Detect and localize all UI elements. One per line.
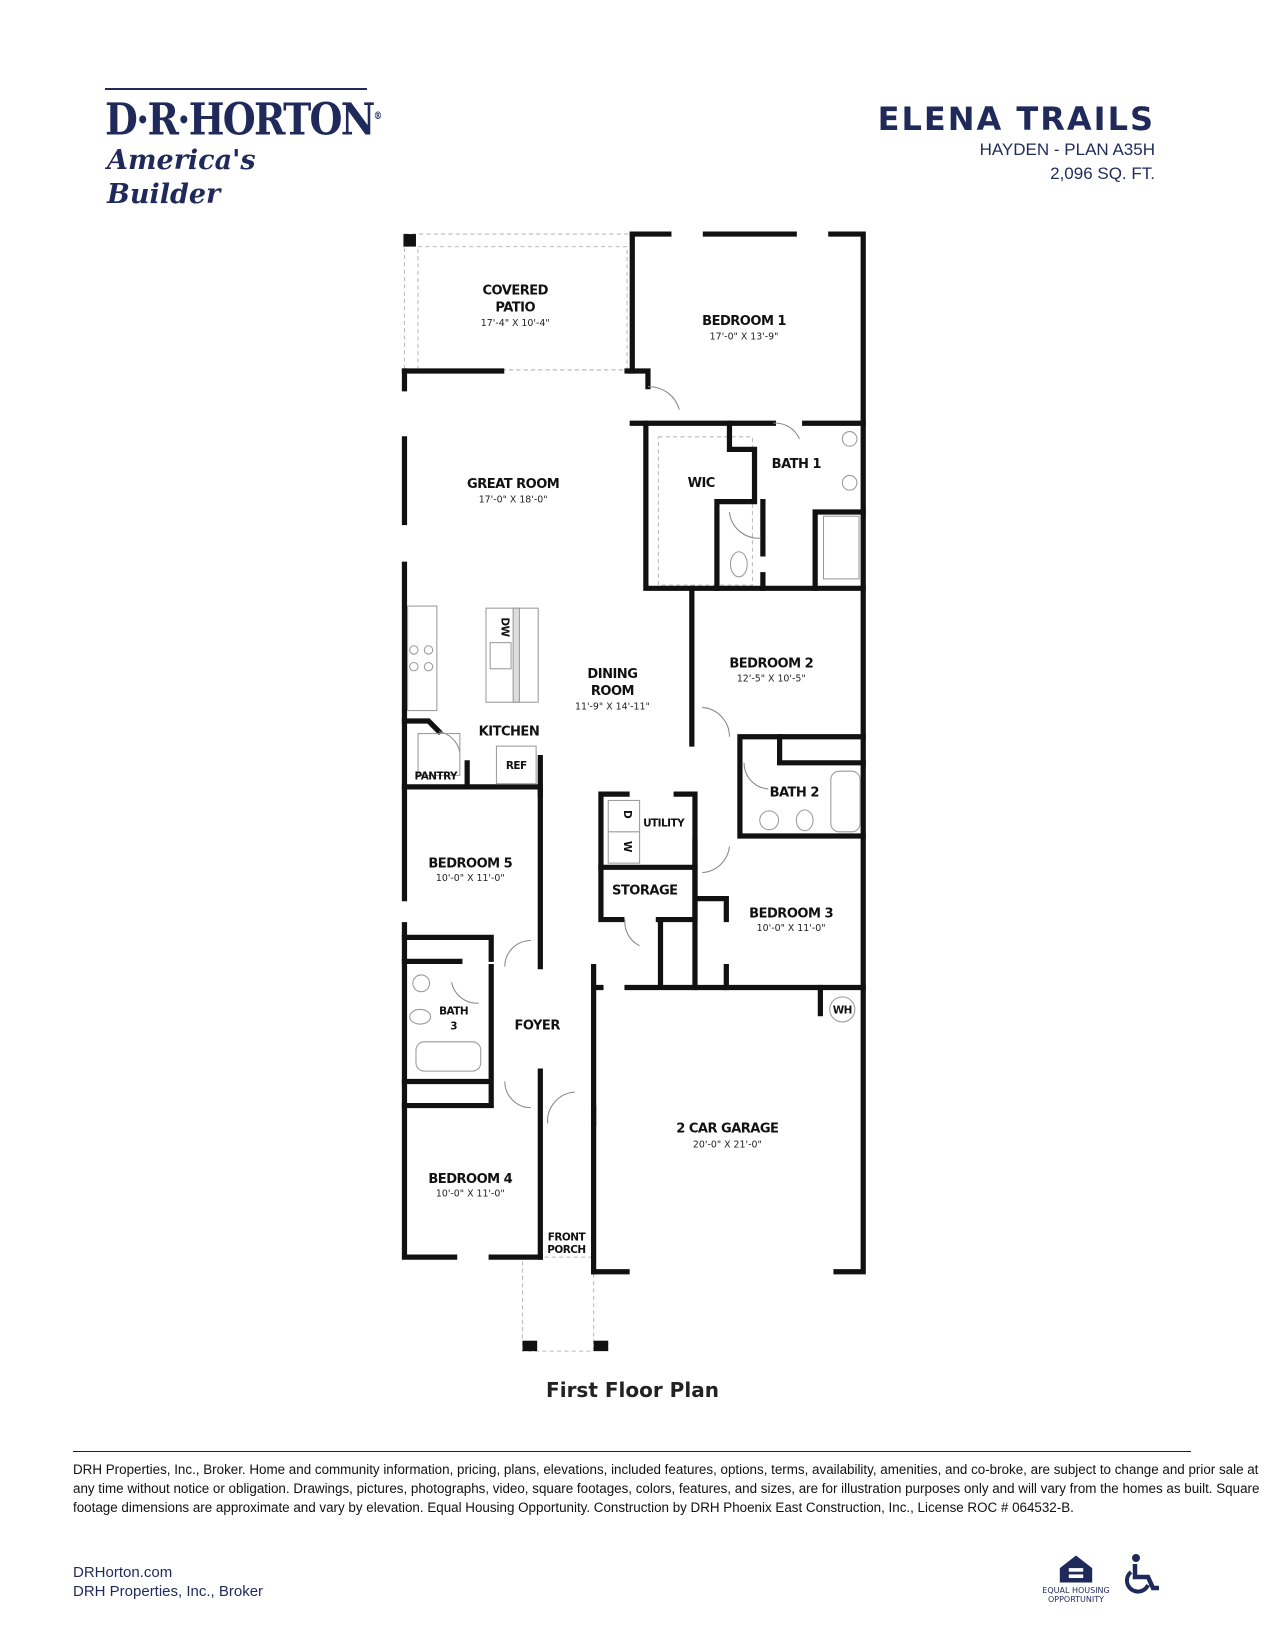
- porch-posts: [403, 234, 609, 1352]
- room-dims-bedroom3: 10'-0" X 11'-0": [757, 923, 826, 934]
- footer: DRHorton.com DRH Properties, Inc., Broke…: [73, 1563, 263, 1601]
- plan-caption: First Floor Plan: [546, 1378, 719, 1402]
- room-label-garage: 2 CAR GARAGE: [676, 1122, 778, 1137]
- room-label-bedroom4: BEDROOM 4: [428, 1172, 512, 1187]
- room-dims-patio: 17'-4" X 10'-4": [481, 318, 550, 329]
- room-label-bath3: BATH: [439, 1006, 468, 1018]
- room-dims-bedroom2: 12'-5" X 10'-5": [737, 673, 806, 684]
- room-label-wic: WIC: [688, 476, 715, 491]
- room-dims-bedroom4: 10'-0" X 11'-0": [436, 1188, 505, 1199]
- logo-brand: D·R·HORTON®: [105, 94, 382, 144]
- room-label-pantry: PANTRY: [415, 771, 458, 783]
- room-label-wh: WH: [833, 1005, 852, 1017]
- room-label-bath1: BATH 1: [772, 457, 822, 472]
- room-label-bedroom3: BEDROOM 3: [749, 906, 833, 921]
- compliance-icons: EQUAL HOUSING OPPORTUNITY: [1040, 1553, 1164, 1604]
- room-dims-bedroom5: 10'-0" X 11'-0": [436, 873, 505, 884]
- room-label-porch: FRONT: [548, 1231, 587, 1243]
- broker-name: DRH Properties, Inc., Broker: [73, 1583, 264, 1600]
- website-link[interactable]: DRHorton.com: [73, 1564, 173, 1581]
- room-label-dining: DINING: [587, 667, 637, 682]
- legal-disclaimer: DRH Properties, Inc., Broker. Home and c…: [73, 1460, 1263, 1517]
- plan-header: ELENA TRAILS HAYDEN - PLAN A35H 2,096 SQ…: [878, 100, 1155, 186]
- room-label-bedroom1: BEDROOM 1: [702, 314, 786, 329]
- room-dims-great-room: 17'-0" X 18'-0": [479, 495, 548, 506]
- divider: [73, 1451, 1191, 1452]
- room-label-bedroom5: BEDROOM 5: [428, 856, 512, 871]
- room-label-patio-2: PATIO: [495, 300, 535, 315]
- room-label-great-room: GREAT ROOM: [467, 477, 559, 492]
- plan-name: HAYDEN - PLAN A35H: [979, 140, 1155, 159]
- disclaimer-text: DRH Properties, Inc., Broker. Home and c…: [73, 1462, 1260, 1515]
- room-label-bath2: BATH 2: [770, 785, 819, 800]
- room-label-kitchen: KITCHEN: [479, 725, 540, 740]
- wheelchair-icon: [1124, 1554, 1159, 1594]
- appliance-label-dryer: D: [621, 810, 633, 819]
- logo-rule: [105, 88, 367, 90]
- room-label-storage: STORAGE: [612, 883, 678, 898]
- room-label-patio: COVERED: [483, 284, 549, 299]
- appliance-label-washer: W: [621, 841, 633, 853]
- equal-housing-logo: EQUAL HOUSING OPPORTUNITY: [1040, 1553, 1112, 1604]
- registered-mark: ®: [373, 111, 383, 122]
- room-label-bath3-2: 3: [450, 1020, 457, 1032]
- square-footage: 2,096 SQ. FT.: [1050, 164, 1155, 183]
- room-label-dining-2: ROOM: [591, 684, 634, 699]
- logo-brand-text: D·R·HORTON: [105, 94, 375, 146]
- room-dims-dining: 11'-9" X 14'-11": [575, 702, 650, 713]
- drhorton-logo: D·R·HORTON® America's Builder: [105, 88, 382, 212]
- walls: [401, 231, 866, 1275]
- fixtures: [407, 431, 861, 1072]
- room-label-foyer: FOYER: [515, 1018, 561, 1033]
- door-swings: [438, 386, 800, 1124]
- appliance-label-dw: DW: [499, 617, 511, 637]
- room-dims-bedroom1: 17'-0" X 13'-9": [710, 332, 779, 343]
- community-name: ELENA TRAILS: [877, 100, 1155, 138]
- equal-housing-text: EQUAL HOUSING OPPORTUNITY: [1042, 1586, 1110, 1604]
- room-label-ref: REF: [506, 760, 527, 772]
- room-label-porch-2: PORCH: [547, 1244, 585, 1256]
- room-label-bedroom2: BEDROOM 2: [729, 657, 813, 672]
- equal-housing-icon: [1059, 1555, 1093, 1583]
- logo-tagline: America's Builder: [107, 144, 256, 210]
- room-dims-garage: 20'-0" X 21'-0": [693, 1139, 762, 1150]
- room-label-utility: UTILITY: [643, 818, 685, 830]
